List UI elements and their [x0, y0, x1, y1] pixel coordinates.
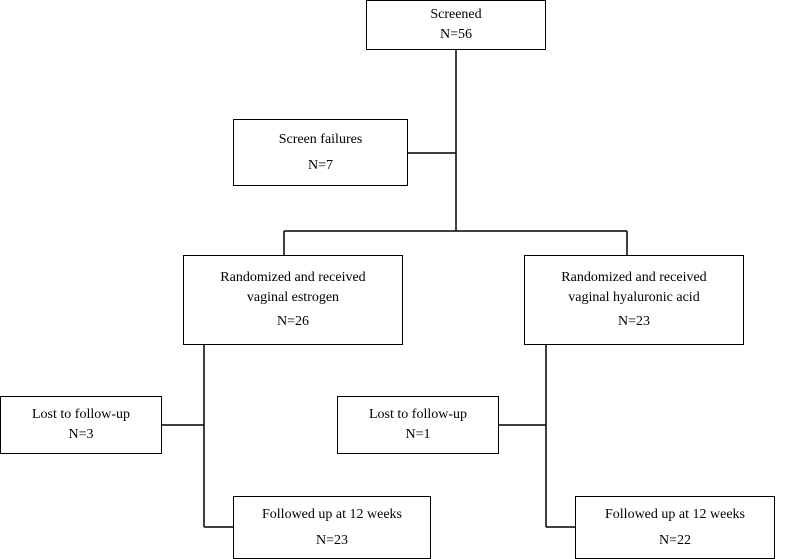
- hyaluronic-followed-label: Followed up at 12 weeks: [605, 506, 745, 522]
- estrogen-lost-box: Lost to follow-up N=3: [0, 396, 162, 454]
- estrogen-arm-count: N=26: [276, 314, 309, 329]
- hyaluronic-lost-count: N=1: [405, 427, 431, 442]
- screen-failures-box: Screen failures N=7: [233, 119, 408, 186]
- hyaluronic-arm-box: Randomized and received vaginal hyaluron…: [524, 255, 744, 345]
- hyaluronic-arm-line2: vaginal hyaluronic acid: [568, 290, 700, 305]
- estrogen-followed-label: Followed up at 12 weeks: [262, 506, 402, 522]
- estrogen-arm-line1: Randomized and received: [220, 270, 366, 285]
- estrogen-followed-count: N=23: [315, 532, 348, 548]
- estrogen-followed-box: Followed up at 12 weeks N=23: [233, 496, 431, 559]
- hyaluronic-arm-line1: Randomized and received: [561, 270, 707, 285]
- screened-count: N=56: [439, 27, 472, 42]
- hyaluronic-lost-label: Lost to follow-up: [369, 407, 467, 422]
- estrogen-arm-line2: vaginal estrogen: [246, 290, 340, 305]
- hyaluronic-lost-box: Lost to follow-up N=1: [337, 396, 499, 454]
- screen-failures-label: Screen failures: [278, 131, 363, 147]
- screened-label: Screened: [430, 7, 482, 22]
- estrogen-lost-count: N=3: [68, 427, 94, 442]
- screen-failures-count: N=7: [307, 157, 333, 173]
- screened-box: Screened N=56: [366, 0, 546, 50]
- estrogen-lost-label: Lost to follow-up: [32, 407, 130, 422]
- hyaluronic-followed-count: N=22: [658, 532, 691, 548]
- estrogen-arm-box: Randomized and received vaginal estrogen…: [183, 255, 403, 345]
- hyaluronic-arm-count: N=23: [617, 314, 650, 329]
- hyaluronic-followed-box: Followed up at 12 weeks N=22: [575, 496, 775, 559]
